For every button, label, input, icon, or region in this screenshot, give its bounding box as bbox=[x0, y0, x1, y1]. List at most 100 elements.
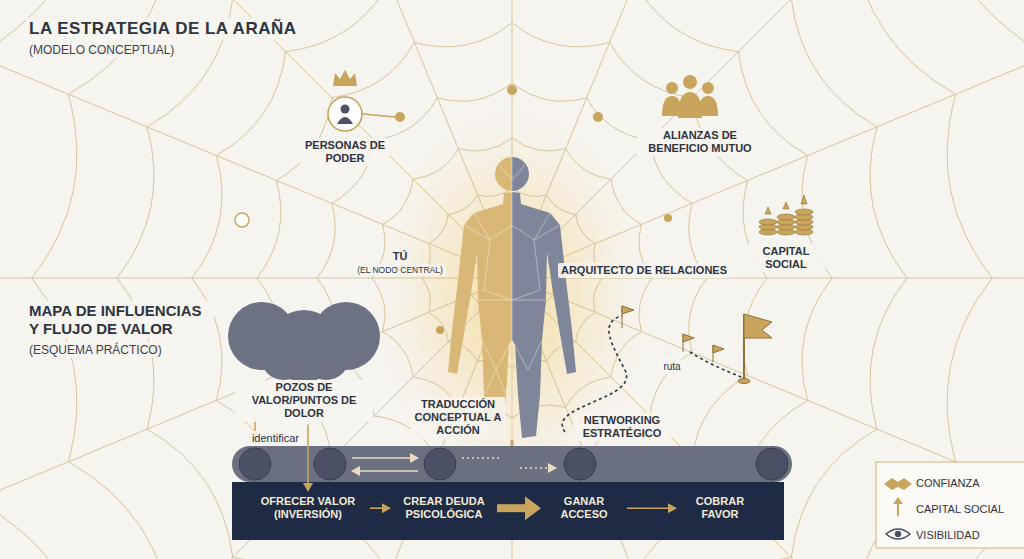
route-path bbox=[683, 334, 694, 342]
node-text: PERSONAS DE PODER bbox=[300, 138, 390, 166]
node-text: CREAR DEUDA PSICOLÓGICA bbox=[394, 495, 494, 521]
role-label: ARQUITECTO DE RELACIONES bbox=[558, 263, 730, 278]
web-knot bbox=[436, 326, 444, 334]
node-text: GANAR ACCESO bbox=[544, 495, 624, 521]
pipe bbox=[239, 448, 271, 480]
node-circle bbox=[337, 117, 353, 124]
node-circle bbox=[300, 92, 390, 138]
flow-label: TRADUCCIÓN CONCEPTUAL A ACCIÓN bbox=[411, 397, 505, 439]
coins-icon bbox=[759, 219, 777, 225]
flow-arrow bbox=[627, 507, 668, 509]
process-band bbox=[232, 482, 784, 540]
figure bbox=[448, 157, 512, 438]
pipe bbox=[462, 457, 500, 458]
pipe bbox=[232, 446, 792, 482]
pipe bbox=[424, 448, 456, 480]
power-node: PERSONAS DE PODER bbox=[300, 92, 390, 166]
route-path bbox=[622, 306, 634, 314]
spider-web bbox=[0, 278, 512, 279]
node-text: OFRECER VALOR (INVERSIÓN) bbox=[249, 495, 367, 521]
people-icon bbox=[698, 96, 718, 116]
pipe bbox=[232, 446, 792, 482]
title: LA ESTRATEGIA DE LA ARAÑA bbox=[26, 18, 300, 40]
cloud-shape bbox=[302, 332, 350, 380]
edge-label: identificar bbox=[249, 431, 302, 446]
web-knot bbox=[593, 112, 603, 122]
crown-icon bbox=[333, 70, 357, 86]
web-knot bbox=[664, 214, 672, 222]
center-sublabel: (EL NODO CENTRAL) bbox=[354, 264, 446, 276]
flow-arrow bbox=[370, 507, 382, 509]
web-knot bbox=[235, 85, 672, 334]
legend-text: CAPITAL SOCIAL bbox=[916, 503, 1004, 516]
step-box: OFRECER VALOR (INVERSIÓN) bbox=[249, 495, 367, 521]
spider-web bbox=[117, 0, 907, 559]
pipe bbox=[314, 448, 346, 480]
coins-icon bbox=[759, 195, 813, 235]
spider-web bbox=[32, 0, 992, 559]
coins-icon bbox=[795, 209, 813, 215]
eye-icon bbox=[886, 529, 910, 539]
handshake-icon bbox=[884, 478, 912, 490]
legend-box bbox=[876, 462, 1024, 548]
section-subtitle: (ESQUEMA PRÁCTICO) bbox=[26, 342, 165, 358]
pipe bbox=[352, 457, 418, 458]
spider-web bbox=[192, 0, 832, 559]
figure bbox=[512, 157, 529, 191]
cloud-shape bbox=[260, 332, 308, 380]
figure bbox=[512, 192, 576, 438]
route-path bbox=[744, 314, 772, 338]
pain-point-cloud: POZOS DE VALOR/PUNTOS DE DOLOR bbox=[214, 296, 394, 422]
subtitle: (MODELO CONCEPTUAL) bbox=[26, 42, 177, 58]
legend-text: VISIBILIDAD bbox=[916, 529, 980, 542]
pipe bbox=[520, 467, 556, 468]
pipe bbox=[352, 470, 418, 471]
web-link bbox=[363, 114, 395, 117]
pipe bbox=[756, 448, 788, 480]
step-box: COBRAR FAVOR bbox=[680, 495, 760, 521]
figure bbox=[448, 157, 576, 438]
legend-text: CONFIANZA bbox=[916, 477, 980, 490]
people-icon bbox=[702, 82, 714, 94]
section-title: MAPA DE INFLUENCIAS Y FLUJO DE VALOR bbox=[26, 301, 214, 339]
web-knot bbox=[507, 85, 517, 95]
step-box: CREAR DEUDA PSICOLÓGICA bbox=[394, 495, 494, 521]
flow-arrow bbox=[497, 504, 525, 512]
web-knot bbox=[235, 213, 249, 227]
node-circle bbox=[328, 97, 362, 131]
coins-icon bbox=[777, 214, 795, 220]
people-icon bbox=[683, 75, 697, 89]
flow-arrow bbox=[307, 425, 309, 483]
pipe bbox=[564, 448, 596, 480]
eye-icon bbox=[895, 531, 901, 537]
node-text: POZOS DE VALOR/PUNTOS DE DOLOR bbox=[235, 380, 373, 422]
people-icon bbox=[666, 82, 678, 94]
figure bbox=[464, 157, 560, 438]
center-label: TÚ bbox=[390, 249, 411, 264]
figure bbox=[512, 157, 513, 438]
pipe bbox=[239, 448, 788, 480]
spider-web bbox=[168, 0, 512, 278]
figure bbox=[484, 370, 506, 395]
figure bbox=[495, 157, 512, 191]
step-box: GANAR ACCESO bbox=[544, 495, 624, 521]
node-circle bbox=[341, 105, 350, 114]
arrow-icon bbox=[893, 497, 903, 516]
flow-label: NETWORKING ESTRATÉGICO bbox=[573, 413, 671, 441]
route-path bbox=[713, 345, 724, 353]
eye-icon bbox=[886, 529, 910, 539]
legend-box bbox=[876, 462, 1024, 548]
web-knot bbox=[395, 112, 405, 122]
figure bbox=[512, 157, 576, 438]
route-path bbox=[738, 379, 750, 384]
cloud-shape bbox=[214, 296, 394, 380]
route-path bbox=[622, 306, 772, 384]
route-label: ruta bbox=[660, 360, 683, 374]
spider-web bbox=[512, 0, 856, 278]
